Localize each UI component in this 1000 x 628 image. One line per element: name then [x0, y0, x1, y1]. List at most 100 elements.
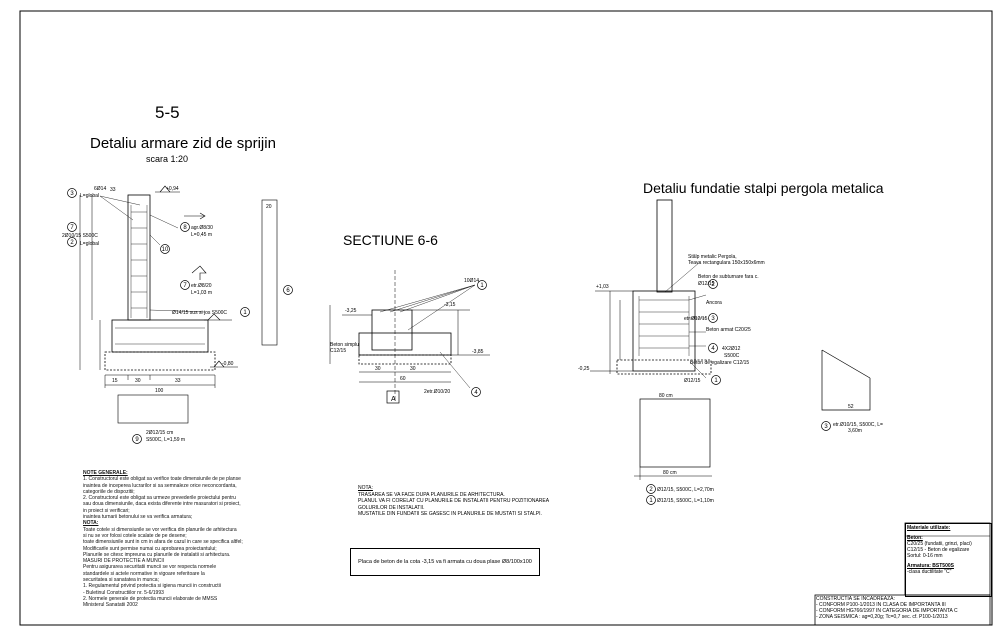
tracing-note: NOTA: TRASAREA SE VA FACE DUPA PLANURILE… — [358, 485, 549, 518]
nota2-line: TRASAREA SE VA FACE DUPA PLANURILE DE AR… — [358, 491, 505, 498]
safety-line: Pentru asigurarea securitatii muncii se … — [83, 564, 217, 571]
scale-label: scara 1:20 — [146, 154, 189, 164]
label-fund-elev103: +1,03 — [596, 284, 609, 290]
callout-number: 1 — [714, 378, 718, 384]
notes-line: sau doua dimensiunile, daca exista difer… — [83, 501, 241, 508]
label-66-marker-a: A — [391, 396, 396, 403]
materials-heading: Materiale utilizate: — [907, 525, 951, 531]
materials-table: Materiale utilizate: Beton: C20/25 (fund… — [905, 523, 992, 597]
label-66-beton: Beton simplu — [330, 342, 359, 348]
label-fund-stalp: Stâlp metalic Pergola, — [688, 254, 737, 260]
foundation-detail-title: Detaliu fundatie stalpi pergola metalica — [643, 180, 884, 196]
label-etr8: etr.Ø8/20 — [191, 283, 212, 289]
notes-line: 2. Constructorul este obligat sa urmeze … — [83, 495, 236, 502]
label-66-elev315: -3,15 — [444, 302, 456, 308]
materials-line: C12/15 - Beton de egalizare — [907, 547, 970, 553]
label-dim-100: 100 — [155, 388, 164, 394]
label-fund-bar1: Ø12/15, S500C, L=1,10m — [657, 498, 714, 504]
classification-block: CONSTRUCTIA SE INCADREAZA: - CONFORM P10… — [815, 595, 990, 625]
label-66-bars: 10Ø14 — [464, 278, 479, 284]
nota2-line: MUSTATILE DIN FUNDATII SE GASESC IN PLAN… — [358, 511, 542, 517]
safety-line: 1. Regulamentul privind protectia si igi… — [83, 583, 221, 590]
label-bar14: Ø14/15 sus si jos S500C — [172, 310, 227, 316]
safety-line: Ministerul Sanatatii 2002 — [83, 602, 138, 609]
callout-number: 7 — [183, 283, 187, 289]
general-notes: NOTE GENERALE: 1. Constructorul este obl… — [83, 470, 243, 609]
callout-number: 3 — [711, 316, 715, 322]
materials-arm-line: -clasa ductilitate "C" — [907, 569, 952, 575]
label-elev-pos: +0,94 — [166, 186, 179, 192]
safety-line: - Buletinul Constructiilor nr. 5-6/1993 — [83, 589, 164, 596]
section-66 — [329, 270, 490, 404]
callout-number: 4 — [474, 390, 478, 396]
retaining-wall-section — [79, 185, 238, 388]
section-55-title: 5-5 — [155, 103, 180, 122]
label-stirrups-left2: L=global — [80, 241, 99, 247]
label-66-dim60: 60 — [400, 376, 406, 382]
callout-number: 4 — [711, 346, 715, 352]
nota2-line: GOLURILOR DE INSTALATII. — [358, 504, 425, 511]
callout-number: 2 — [649, 487, 653, 493]
label-fund-bar12b: Ø12/15 — [684, 378, 701, 384]
label-etr8-len: L=1,03 m — [191, 290, 212, 296]
materials-beton-heading: Beton: — [907, 535, 923, 541]
label-hook-w: 52 — [848, 404, 854, 410]
label-hook: etr.Ø10/15, S500C, L= — [833, 422, 883, 428]
label-66-stirrups: 2etr.Ø10/20 — [424, 389, 450, 395]
label-66-beton-class: C12/15 — [330, 348, 346, 354]
callout-number: 1 — [649, 498, 653, 504]
notes-line: categoriile de dispozitii; — [83, 488, 135, 495]
callout-number: 2 — [711, 282, 715, 288]
notes-line: inaintea turnarii betonului se va verifi… — [83, 514, 193, 521]
label-ag8: agr.Ø8/30 — [191, 225, 213, 231]
label-dim-30: 30 — [135, 378, 141, 384]
classification-line: - ZONA SEISMICA : ag=0,20g; Tc=0,7 sec. … — [816, 614, 948, 620]
nota-line: si nu se vor folosi cotele scalate de pe… — [83, 532, 187, 539]
callout-number: 8 — [183, 225, 187, 231]
safety-line: 2. Normele generale de protectia muncii … — [83, 595, 218, 602]
label-dim-33: 33 — [175, 378, 181, 384]
label-l-global: L=global — [80, 193, 99, 199]
materials-arm-heading: Armatura: BST500S — [907, 563, 954, 569]
notes-line: 1. Constructorul este obligat sa verific… — [83, 476, 241, 483]
label-dim-20: 20 — [266, 204, 272, 210]
classification-line: - CONFORM HG766/1997 IN CATEGORIA DE IMP… — [816, 608, 958, 614]
callout-numbers: 3 7 2 8 7 10 1 6 9 1 4 2 3 4 1 2 1 3 — [70, 191, 828, 504]
callout-number: 2 — [70, 240, 74, 246]
nota2-line: PLANUL VA FI CORELAT CU PLANURILE DE INS… — [358, 498, 550, 504]
foundation-detail — [590, 199, 871, 480]
callout-number: 9 — [135, 437, 139, 443]
label-ag8-len: L=0,45 m — [191, 232, 212, 238]
label-bar-top: 6Ø14 — [94, 186, 106, 192]
notes-line: in proiect si verificari; — [83, 507, 130, 514]
label-fund-beton-egal: Beton de egalizare C12/15 — [690, 360, 749, 366]
nota-line: Toate cotele si dimensiunile se vor veri… — [83, 526, 237, 533]
label-fund-beton-sub: Beton de subturnare fara c. — [698, 274, 759, 280]
section-66-title: SECTIUNE 6-6 — [343, 232, 438, 248]
nota-line: Planurile se citesc impreuna cu planuril… — [83, 551, 231, 558]
callout-number: 3 — [70, 191, 74, 197]
label-bar12: 2Ø12/15 cm — [146, 430, 173, 436]
label-fund-armura: Ancora — [706, 300, 722, 306]
label-fund-detail-top: 80 cm — [659, 393, 673, 399]
label-fund-stalp2: Teava rectangulara 150x150x6mm — [688, 260, 765, 266]
annotation-texts: 6Ø14 L=global 2Ø10/15 S500C L=global agr… — [62, 186, 883, 504]
notes-heading: NOTE GENERALE: — [83, 470, 128, 476]
safety-line: securitatea si sanatatea in munca; — [83, 577, 159, 584]
safety-line: standardele si actele normative in vigoa… — [83, 570, 205, 577]
label-bar12-len: S500C, L=1,59 m — [146, 437, 185, 443]
callout-number: 1 — [480, 283, 484, 289]
nota-heading: NOTA: — [83, 520, 99, 527]
label-fund-detail-bottom: 80 cm — [663, 470, 677, 476]
safety-heading: MASURI DE PROTECTIE A MUNCII — [83, 558, 165, 565]
nota2-heading: NOTA: — [358, 485, 373, 491]
nota-line: toate dimensiunile sunt in cm in afara d… — [83, 539, 243, 546]
label-fund-s500: S500C — [724, 353, 740, 359]
bar-shapes-wall — [117, 199, 278, 424]
notes-line: inaintea de inceperea lucrarilor si sa s… — [83, 482, 237, 489]
callout-number: 10 — [162, 247, 169, 253]
label-fund-etr: etr.Ø12/15 — [684, 316, 708, 322]
label-66-elev385: -3,85 — [472, 349, 484, 355]
